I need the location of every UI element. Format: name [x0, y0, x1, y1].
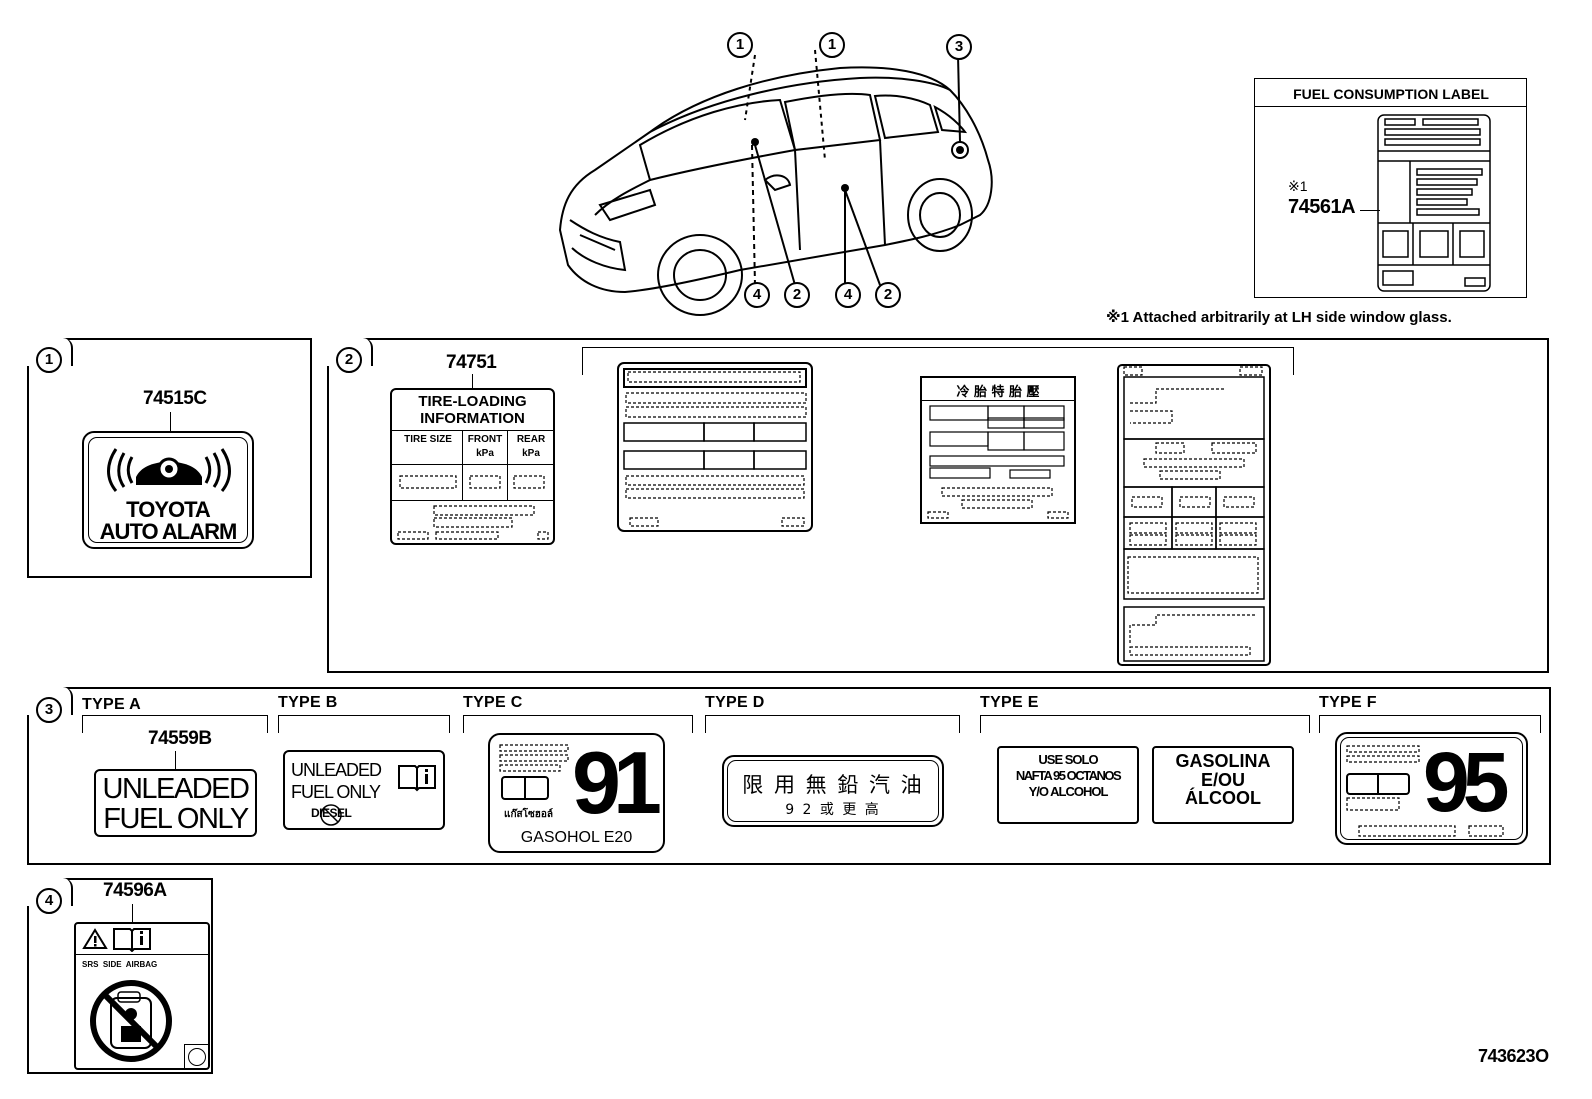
type-e2-line3: ÁLCOOL: [1185, 788, 1261, 808]
toyota-alarm-label: TOYOTA AUTO ALARM: [82, 431, 254, 549]
section-2-bracket: [582, 347, 1294, 375]
tire-title-1: TIRE-LOADING: [418, 393, 527, 410]
manual-book-icon: [398, 765, 436, 792]
callout-3: 3: [946, 34, 972, 60]
airbag-text: SRS SIDE AIRBAG: [82, 960, 158, 969]
cold-tire-pressure-label: 冷 胎 特 胎 壓: [920, 376, 1076, 524]
fuel-consumption-box: [1254, 78, 1527, 298]
tire-title-2: INFORMATION: [420, 410, 525, 427]
callout-2: 2: [875, 282, 901, 308]
callout-4: 4: [744, 282, 770, 308]
section-1-part-number: 74515C: [143, 388, 207, 409]
section-2-box: [327, 338, 1549, 673]
tire-unit-front: kPa: [476, 448, 494, 459]
type-d-label-plate: 限 用 無 鉛 汽 油 9 2 或 更 高: [722, 755, 944, 827]
type-e-bracket: [980, 715, 1310, 733]
section-4-box: [27, 878, 213, 1074]
type-f-label: TYPE F: [1319, 694, 1377, 711]
section-1-leader: [170, 412, 171, 432]
callout-2: 2: [784, 282, 810, 308]
type-f-octane: 95: [1423, 735, 1509, 829]
type-a-line1: UNLEADED: [102, 773, 250, 805]
type-d-bracket: [705, 715, 960, 733]
tire-loading-label: TIRE-LOADING INFORMATION TIRE SIZE FRONT…: [390, 388, 555, 545]
airbag-label-plate: SRS SIDE AIRBAG: [74, 922, 210, 1070]
section-1-marker: 1: [36, 347, 62, 373]
section-3-marker: 3: [36, 697, 62, 723]
section-3-box: [27, 687, 1551, 865]
section-4-leader: [132, 904, 133, 922]
type-a-label: TYPE A: [82, 696, 141, 713]
fuel-consumption-title: FUEL CONSUMPTION LABEL: [1293, 86, 1489, 102]
type-c-label-plate: 91 แก๊สโซฮอล์ GASOHOL E20: [488, 733, 665, 853]
type-a-label-plate: UNLEADED FUEL ONLY: [94, 769, 257, 837]
section-4-marker: 4: [36, 888, 62, 914]
type-b-diesel-crossed: DIESEL: [311, 804, 361, 826]
type-e-line2: NAFTA 95 OCTANOS: [1015, 768, 1122, 783]
type-a-line2: FUEL ONLY: [103, 803, 249, 835]
type-e-label-portuguese: GASOLINA E/OU ÁLCOOL: [1152, 746, 1294, 824]
type-c-bracket: [463, 715, 693, 733]
car-illustration: [558, 49, 993, 316]
type-c-gasohol: GASOHOL E20: [520, 829, 633, 846]
tire-col-size: TIRE SIZE: [404, 434, 452, 445]
type-d-label: TYPE D: [705, 694, 765, 711]
type-e-line1: USE SOLO: [1038, 752, 1098, 767]
warning-triangle-icon: [82, 928, 108, 949]
tall-info-label: [1117, 364, 1271, 666]
callout-1: 1: [819, 32, 845, 58]
callout-1: 1: [727, 32, 753, 58]
jp-label-title: 冷 胎 特 胎 壓: [956, 385, 1040, 400]
type-e-label-spanish: USE SOLO NAFTA 95 OCTANOS Y/O ALCOHOL: [997, 746, 1139, 824]
alarm-label-line1: TOYOTA: [126, 497, 211, 522]
type-a-leader: [175, 751, 176, 769]
type-a-part-number: 74559B: [148, 728, 212, 749]
fuel-ref-mark: ※1: [1288, 178, 1308, 194]
type-a-bracket: [82, 715, 268, 733]
alarm-car-icon: [107, 448, 231, 492]
type-e2-line2: E/OU: [1200, 770, 1245, 790]
tire-unit-rear: kPa: [522, 448, 540, 459]
type-f-label-plate: 95: [1335, 732, 1528, 845]
manual-book-icon: [113, 928, 151, 952]
fuel-part-leader: [1360, 210, 1380, 211]
section-2-marker: 2: [336, 347, 362, 373]
type-f-bracket: [1319, 715, 1541, 733]
type-d-line1: 限 用 無 鉛 汽 油: [742, 773, 924, 797]
type-c-thai: แก๊สโซฮอล์: [504, 809, 553, 820]
fuel-title-divider: [1254, 106, 1527, 107]
type-e-label: TYPE E: [980, 694, 1039, 711]
alarm-label-line2: AUTO ALARM: [99, 519, 238, 544]
type-b-line2: FUEL ONLY: [291, 782, 381, 802]
diagram-id: 743623O: [1478, 1046, 1549, 1066]
tire-pressure-label-generic: [617, 362, 813, 532]
fuel-consumption-label-drawing: [1377, 114, 1491, 292]
type-b-label-plate: UNLEADED FUEL ONLY DIESEL: [283, 750, 445, 830]
type-b-line1: UNLEADED: [291, 760, 382, 780]
type-e-line3: Y/O ALCOHOL: [1028, 784, 1109, 799]
tire-col-rear: REAR: [516, 434, 546, 445]
no-child-seat-icon: [90, 980, 172, 1062]
fuel-note: ※1 Attached arbitrarily at LH side windo…: [1106, 309, 1452, 326]
callout-4: 4: [835, 282, 861, 308]
section-4-part-number: 74596A: [103, 880, 167, 901]
type-d-line2: 9 2 或 更 高: [785, 802, 881, 818]
tire-col-front: FRONT: [467, 434, 503, 445]
type-b-bracket: [278, 715, 450, 733]
section-2-part-number: 74751: [446, 352, 497, 373]
label-corner-circle: [188, 1048, 206, 1066]
type-e2-line1: GASOLINA: [1175, 751, 1271, 771]
section-1-box: [27, 338, 312, 578]
fuel-part-number: 74561A: [1288, 196, 1356, 218]
type-b-label: TYPE B: [278, 694, 338, 711]
type-c-octane: 91: [572, 733, 662, 832]
section-2-leader: [472, 374, 473, 388]
type-c-label: TYPE C: [463, 694, 523, 711]
